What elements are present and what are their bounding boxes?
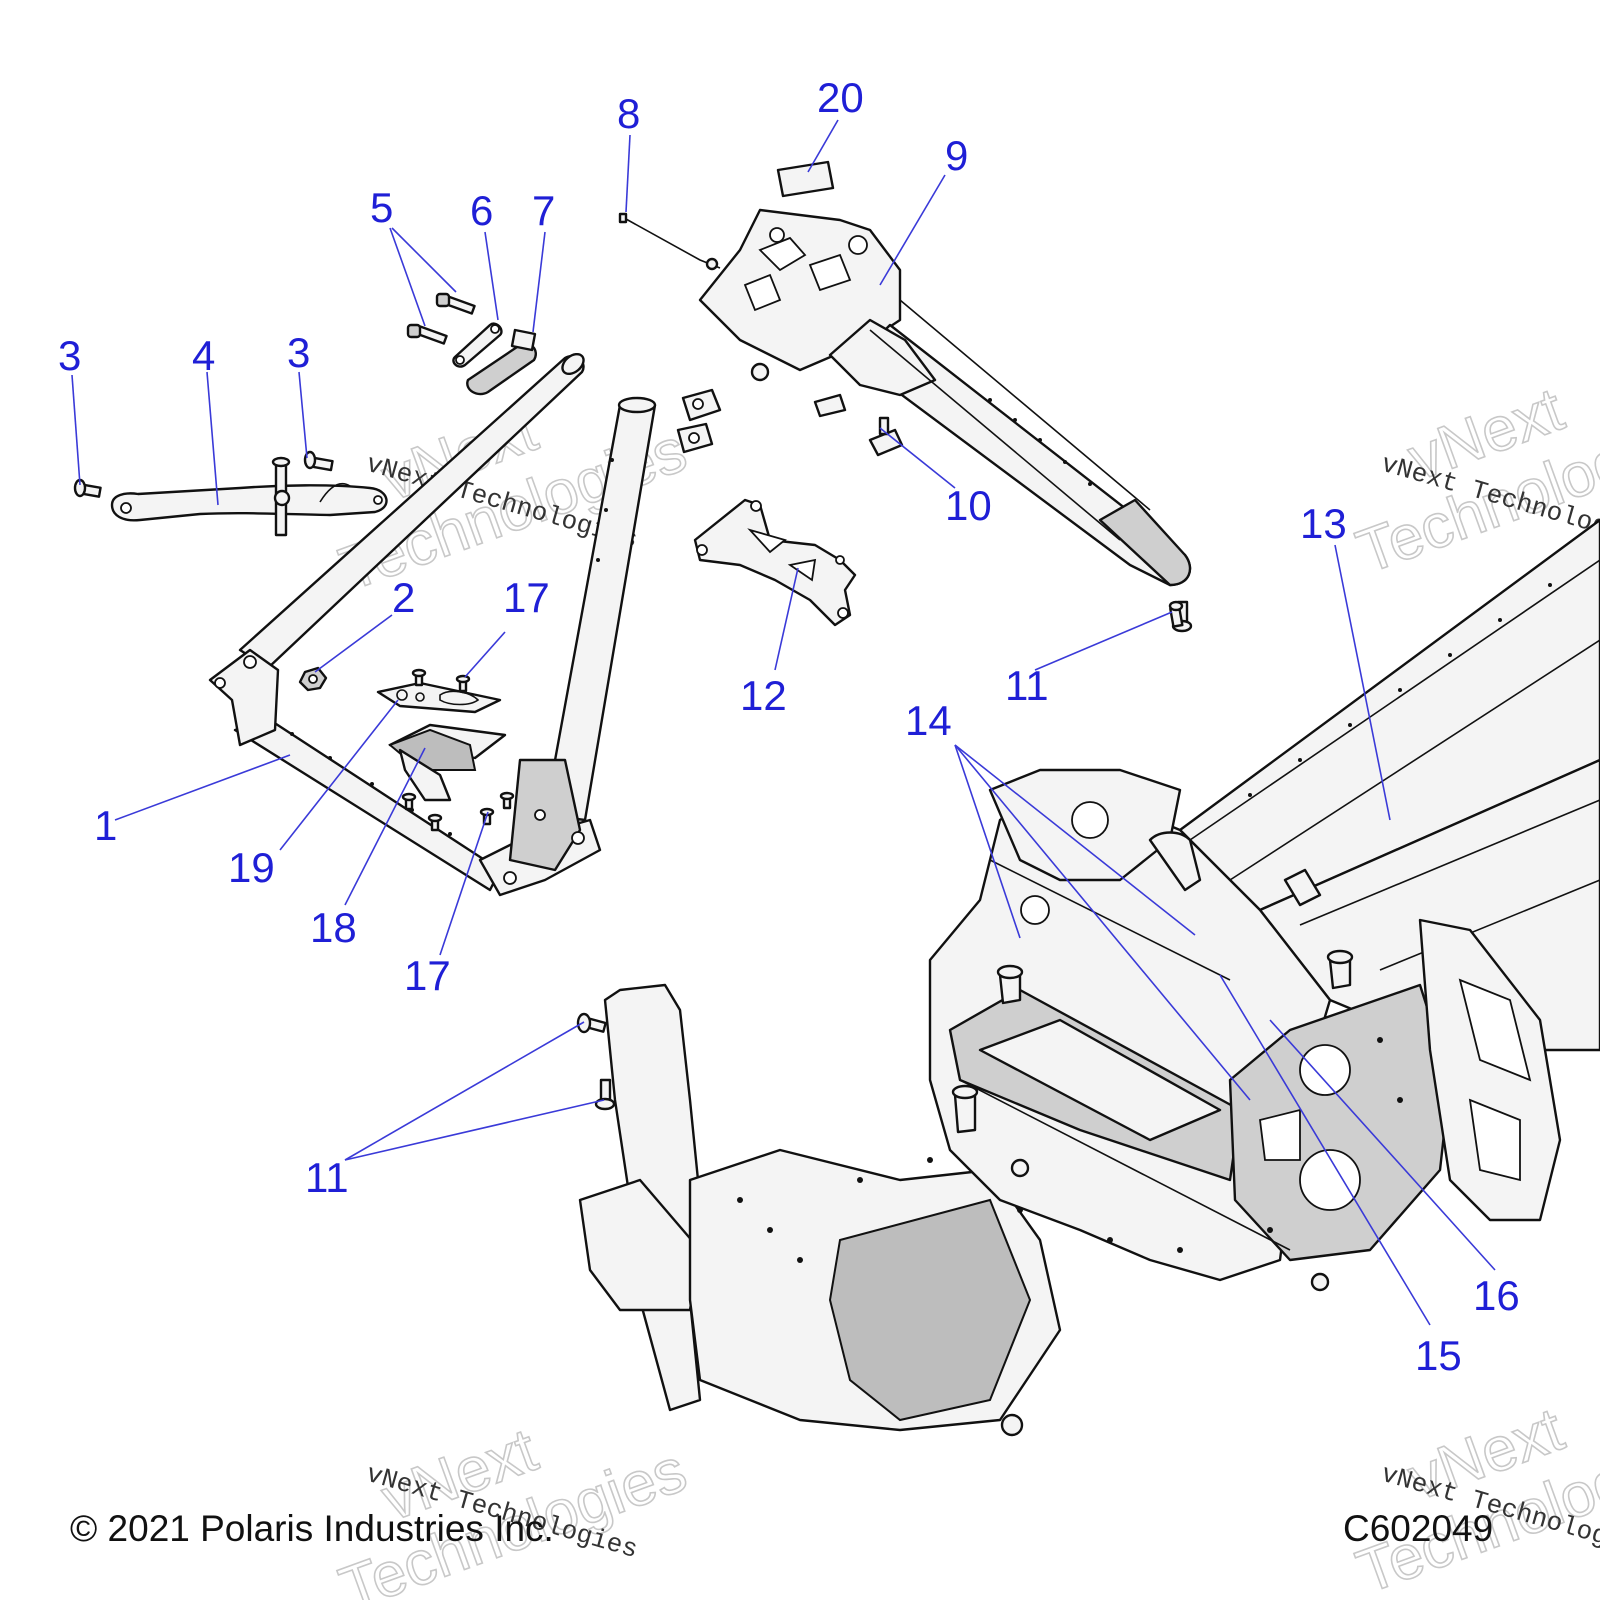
callout-20: 20 <box>817 74 864 121</box>
leader-13 <box>1334 544 1391 821</box>
callout-7: 7 <box>532 187 555 234</box>
leader-6 <box>484 231 499 321</box>
leader-5a <box>389 227 426 327</box>
callout-11: 11 <box>1005 662 1049 709</box>
leader-17b <box>439 811 489 956</box>
leader-2 <box>314 614 393 673</box>
leader-15 <box>1219 974 1431 1326</box>
callout-16: 16 <box>1473 1272 1520 1319</box>
leader-3a <box>71 374 81 486</box>
main-chassis <box>578 768 1562 1437</box>
callout-13: 13 <box>1300 500 1347 547</box>
callout-8: 8 <box>617 90 640 137</box>
leader-11a <box>1034 611 1173 671</box>
part-17-screws-upper <box>411 668 471 693</box>
part-3-screw-right <box>303 450 334 472</box>
part-19-gasket <box>376 681 502 714</box>
part-10-wing-nut <box>813 393 904 457</box>
part-17-screws-lower <box>401 791 515 832</box>
callout-labels: 1 2 3 3 4 5 6 7 8 9 10 11 11 12 13 14 15… <box>58 74 1520 1379</box>
leader-20 <box>807 119 839 173</box>
leader-17a <box>464 631 506 678</box>
part-11-bolts-lower <box>576 1012 616 1111</box>
callout-10: 10 <box>945 482 992 529</box>
callout-2: 2 <box>392 574 415 621</box>
leader-19 <box>279 699 399 851</box>
leader-8 <box>625 134 631 213</box>
part-20-label <box>776 160 835 198</box>
leader-lines <box>71 119 1496 1326</box>
callout-17: 17 <box>503 574 550 621</box>
leader-10 <box>879 427 956 489</box>
callout-3: 3 <box>58 332 81 379</box>
part-4-bracket-bar <box>110 456 388 537</box>
callout-6: 6 <box>470 187 493 234</box>
leader-12 <box>774 567 799 671</box>
leader-9 <box>879 174 946 286</box>
watermark-top-right: vNext Technologies <box>1348 374 1600 588</box>
leader-11b-1 <box>344 1021 585 1161</box>
leader-14b <box>954 744 1251 1101</box>
clamp-links <box>676 388 722 454</box>
leader-11b-2 <box>344 1099 605 1161</box>
part-5-bolts <box>406 292 476 345</box>
leader-14c <box>954 744 1196 936</box>
part-18-mount-plate <box>388 723 507 802</box>
part-8-cable <box>618 212 721 271</box>
part-6-link-plate <box>452 322 503 368</box>
callout-15: 15 <box>1415 1332 1462 1379</box>
watermark-bottom-right: vNext Technologies <box>1348 1394 1600 1600</box>
callout-18: 18 <box>310 904 357 951</box>
drawing-number: C602049 <box>1343 1508 1494 1549</box>
leader-16 <box>1269 1019 1496 1271</box>
leader-3b <box>298 371 308 459</box>
callout-4: 4 <box>192 332 215 379</box>
leader-4 <box>206 371 219 506</box>
callout-3: 3 <box>287 329 310 376</box>
part-12-mount-bracket <box>693 498 857 627</box>
leader-18 <box>344 747 426 906</box>
leader-14a <box>954 744 1021 939</box>
copyright-notice: © 2021 Polaris Industries Inc. <box>70 1508 554 1549</box>
part-11-bolts-upper <box>1168 600 1193 633</box>
callout-5: 5 <box>370 184 393 231</box>
callout-9: 9 <box>945 132 968 179</box>
leader-5b <box>391 227 457 293</box>
callout-11: 11 <box>305 1154 349 1201</box>
callout-14: 14 <box>905 697 952 744</box>
part-7-clamp <box>466 328 537 396</box>
leader-7 <box>532 231 546 333</box>
part-1-front-frame <box>208 352 657 897</box>
callout-19: 19 <box>228 844 275 891</box>
callout-17: 17 <box>404 952 451 999</box>
callout-12: 12 <box>740 672 787 719</box>
part-2-nut <box>298 666 328 692</box>
leader-1 <box>114 754 291 821</box>
part-9-steering-post <box>698 208 1192 587</box>
part-3-screw-left <box>73 478 102 498</box>
callout-1: 1 <box>94 802 117 849</box>
